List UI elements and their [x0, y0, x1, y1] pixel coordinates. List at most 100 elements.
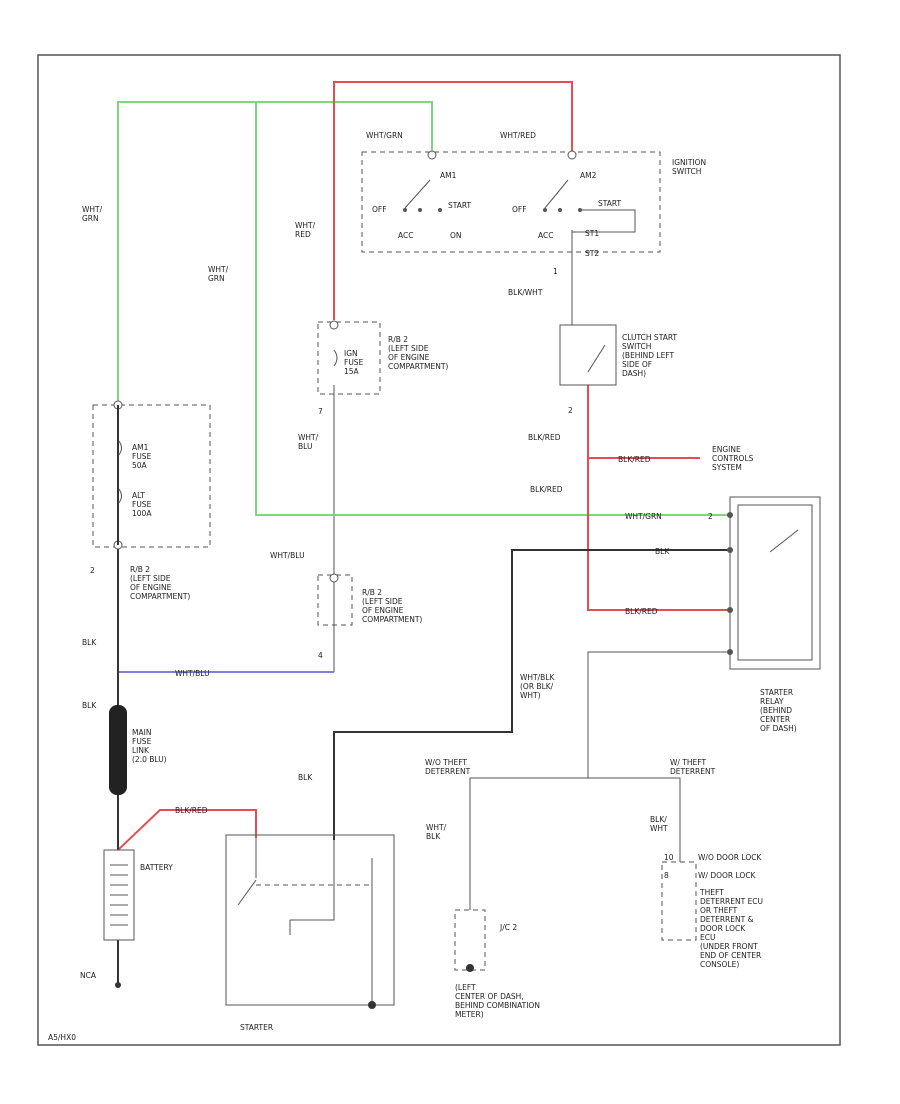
label-pin-10: 10 — [664, 853, 674, 862]
jc2-box — [454, 909, 486, 971]
label-pin-1: 1 — [553, 267, 558, 276]
label-sw-on: ON — [450, 231, 462, 240]
battery-cells — [110, 864, 128, 926]
wire-wht-red-top — [333, 81, 573, 320]
label-pin-2b: 2 — [90, 566, 95, 575]
battery-ground — [115, 982, 121, 988]
wire-blk-starter — [333, 549, 730, 840]
label-wht-blk-theft: WHT/BLK — [426, 823, 447, 841]
fuse-box-left — [92, 404, 211, 548]
label-blk-starter: BLK — [298, 773, 313, 782]
label-code: A5/HX0 — [48, 1033, 76, 1042]
label-sw-st1: ST1 — [585, 229, 599, 238]
label-nca: NCA — [80, 971, 97, 980]
main-fuse-link — [109, 705, 127, 795]
label-blk-red-1: BLK/RED — [528, 433, 561, 442]
wire-wht-blk-right — [588, 777, 681, 862]
clutch-contact — [587, 344, 606, 373]
labels: WHT/GRN WHT/GRN WHT/RED WHT/BLU BLK/WHT … — [48, 131, 797, 1042]
label-sw-acc-r: ACC — [538, 231, 553, 240]
label-blk-red-3: BLK/RED — [530, 485, 563, 494]
label-wht-grn-left: WHT/GRN — [82, 205, 103, 223]
label-blk-red-4: BLK/RED — [625, 607, 658, 616]
rb2-mid-box — [317, 574, 353, 626]
relay-terminal-3 — [727, 607, 733, 613]
label-pin-8: 8 — [664, 871, 669, 880]
label-wht-grn-mid: WHT/GRN — [208, 265, 229, 283]
rb2-top-terminal — [329, 320, 339, 330]
label-jc2: J/C 2 — [499, 923, 517, 932]
label-wht-red: WHT/RED — [295, 221, 316, 239]
starter-relay-contact — [769, 529, 799, 553]
wire-blk-red-relay — [587, 385, 730, 611]
ignition-contact-2 — [544, 179, 569, 209]
label-wht-blu-mid: WHT/BLU — [270, 551, 305, 560]
relay-terminal-4 — [727, 649, 733, 655]
starter-contact — [237, 879, 257, 906]
label-pin-7: 7 — [318, 407, 323, 416]
label-door-lock-wo: W/O DOOR LOCK — [698, 853, 762, 862]
label-sw-top-left: WHT/GRN — [366, 131, 403, 140]
label-sw-top-right: WHT/RED — [500, 131, 536, 140]
label-wht-grn-relay: WHT/GRN — [625, 512, 662, 521]
label-sw-off-r: OFF — [512, 205, 527, 214]
label-blk-red-2: BLK/RED — [618, 455, 651, 464]
label-sw-start-r: START — [598, 199, 622, 208]
label-sw-acc-l: ACC — [398, 231, 413, 240]
relay-terminal-1 — [727, 512, 733, 518]
battery-box — [103, 849, 135, 941]
label-blk-wht: BLK/WHT — [508, 288, 543, 297]
ignition-switch-box — [361, 151, 661, 253]
label-pin-4: 4 — [318, 651, 323, 660]
label-door-lock-w: W/ DOOR LOCK — [698, 871, 757, 880]
rb2-mid-terminal — [329, 573, 339, 583]
label-blk-wht-door: BLK/WHT — [650, 815, 668, 833]
label-wht-blk: WHT/BLK(OR BLK/WHT) — [520, 673, 555, 700]
wire-blk-red-battery — [117, 809, 257, 851]
label-relay-pin-2: 2 — [708, 512, 713, 521]
wire-wht-blk — [469, 651, 730, 910]
ignition-dot-acc-r — [543, 208, 547, 212]
label-sw-st2: ST2 — [585, 249, 599, 258]
ignition-dot-on-r — [558, 208, 562, 212]
ignition-st-link — [572, 209, 636, 233]
label-sw-start-l: START — [448, 201, 472, 210]
clutch-switch-box — [559, 324, 617, 386]
diagram-border — [37, 54, 841, 1046]
ignition-dot-start-l — [438, 208, 442, 212]
label-blk-relay: BLK — [655, 547, 670, 556]
label-wht-blu-horiz: WHT/BLU — [175, 669, 210, 678]
label-blk-left-2: BLK — [82, 701, 97, 710]
label-pin-2: 2 — [568, 406, 573, 415]
label-starter: STARTER — [240, 1023, 273, 1032]
relay-terminal-2 — [727, 547, 733, 553]
wire-wht-grn-mid — [255, 102, 730, 516]
ignition-terminal-2 — [567, 150, 577, 160]
ignition-contact-1 — [404, 179, 431, 209]
label-blk-left-1: BLK — [82, 638, 97, 647]
ignition-dot-on-l — [418, 208, 422, 212]
theft-ecu-box — [661, 861, 697, 941]
starter-relay-box — [729, 496, 821, 670]
starter-internal — [255, 838, 373, 1005]
wire-wht-grn-left — [117, 101, 433, 405]
label-blk-red-battery: BLK/RED — [175, 806, 208, 815]
am1-alt-fuse-symbols — [117, 439, 122, 505]
label-sw-off-l: OFF — [372, 205, 387, 214]
jc2-ground — [466, 964, 474, 972]
